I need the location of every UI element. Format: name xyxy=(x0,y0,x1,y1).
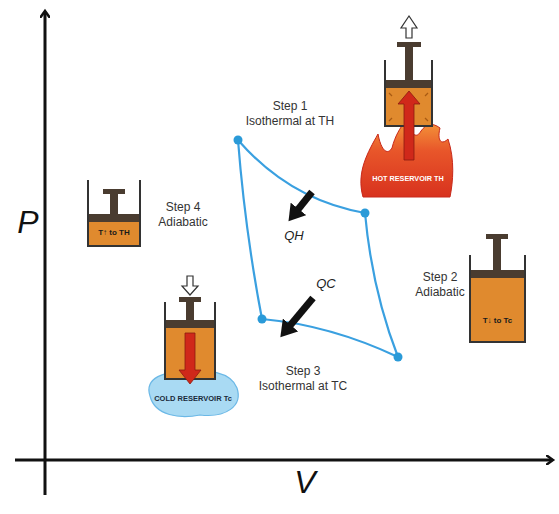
node-text: HOT RESERVOIR TH xyxy=(372,175,444,183)
isotherm-cold xyxy=(262,319,398,357)
piston-plate xyxy=(386,80,431,88)
node-text: T↓ to Tc xyxy=(483,317,513,326)
adiabat-expansion xyxy=(365,213,398,357)
gas-label-box: T↓ to Tc xyxy=(471,306,524,336)
state-point xyxy=(394,353,403,362)
heat-flow-arrow xyxy=(398,91,420,160)
process-label: Isothermal at TC xyxy=(259,379,347,393)
piston-cap xyxy=(103,189,125,194)
gas xyxy=(471,278,524,341)
piston-rod xyxy=(186,301,194,320)
heat-label: QC xyxy=(316,276,336,292)
cylinder-wall xyxy=(88,180,140,246)
piston-step4 xyxy=(88,180,140,246)
axis-label: P xyxy=(17,203,38,241)
node-text: T↑ to TH xyxy=(98,229,130,238)
state-point xyxy=(258,315,267,324)
step-label: Step 3 xyxy=(286,364,321,378)
motion-arrow xyxy=(401,16,417,38)
process-label: Adiabatic xyxy=(158,215,207,229)
process-label: Isothermal at TH xyxy=(246,114,334,128)
step-label: Step 4 xyxy=(166,200,201,214)
piston-step1 xyxy=(385,16,432,160)
axes xyxy=(15,12,552,495)
piston-step3 xyxy=(165,276,215,384)
heat-flow-arrow xyxy=(179,333,201,384)
step-label: Step 1 xyxy=(273,99,308,113)
piston-plate xyxy=(166,320,214,328)
adiabat-compression xyxy=(238,140,262,319)
piston-cap xyxy=(486,234,508,239)
isotherm-hot xyxy=(238,140,365,213)
process-label: Adiabatic xyxy=(415,285,464,299)
piston-rod xyxy=(493,238,501,270)
piston-plate xyxy=(471,270,524,278)
v-axis xyxy=(15,459,552,462)
gas-label-box: T↑ to TH xyxy=(89,222,139,245)
piston-cap xyxy=(397,42,421,47)
piston-plate xyxy=(89,214,139,222)
piston-rod xyxy=(110,193,118,214)
piston-rod xyxy=(405,46,413,80)
heat-label: QH xyxy=(284,228,304,244)
axis-label: V xyxy=(294,463,315,501)
cylinder-wall xyxy=(470,255,525,342)
cold-reservoir: COLD RESERVOIR Tc xyxy=(153,386,233,413)
step-label: Step 2 xyxy=(423,270,458,284)
heat-arrow xyxy=(288,298,313,328)
heat-arrow xyxy=(296,192,312,212)
hot-reservoir: HOT RESERVOIR TH xyxy=(371,163,445,195)
piston-step2 xyxy=(470,234,525,342)
piston-cap xyxy=(179,297,201,302)
state-point xyxy=(234,136,243,145)
node-text: COLD RESERVOIR Tc xyxy=(154,395,232,403)
gas xyxy=(89,222,139,245)
motion-arrow xyxy=(182,276,198,295)
state-point xyxy=(361,209,370,218)
p-axis xyxy=(44,12,47,495)
